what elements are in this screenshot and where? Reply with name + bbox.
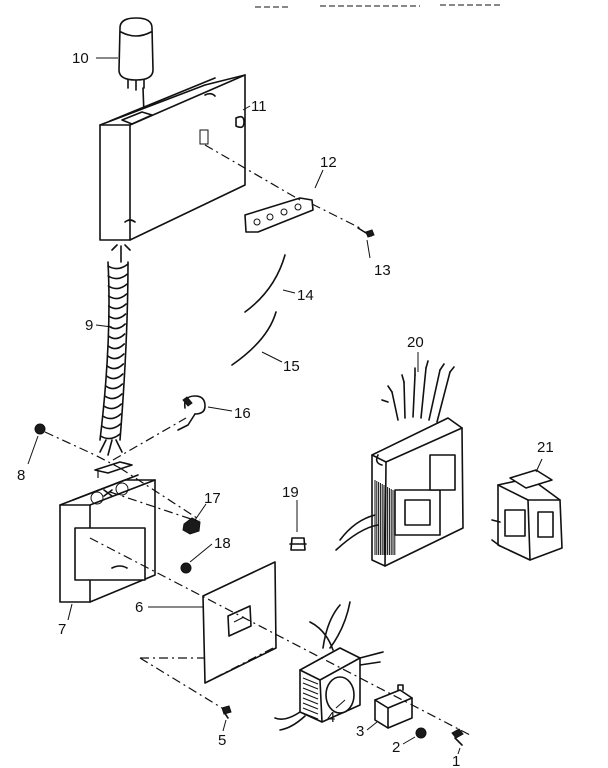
callout-labels: 10 11 12 13 14 15 16 9 8 17 18 19 20 21 …	[17, 50, 554, 768]
callout-4: 4	[327, 709, 335, 726]
part-2-nut	[415, 727, 427, 739]
part-20-relay-board	[335, 360, 464, 567]
part-10-capacitor	[118, 17, 154, 121]
part-15-wire	[231, 311, 277, 366]
part-11-control-box	[99, 74, 246, 241]
part-5-screw	[221, 705, 232, 719]
part-1-screw	[451, 728, 464, 746]
callout-13: 13	[374, 262, 391, 279]
part-4-switch-assembly	[274, 601, 384, 731]
callout-17: 17	[204, 490, 221, 507]
part-13-screw	[357, 227, 375, 238]
callout-6: 6	[135, 599, 143, 616]
assembly-centerlines	[44, 144, 471, 736]
callout-16: 16	[234, 405, 251, 422]
callout-3: 3	[356, 723, 364, 740]
callout-1: 1	[452, 753, 460, 768]
callout-2: 2	[392, 739, 400, 756]
callout-11: 11	[251, 98, 267, 115]
part-17-grommet	[182, 517, 201, 535]
part-14-wire	[244, 254, 286, 313]
callout-10: 10	[72, 50, 89, 67]
callout-7: 7	[58, 621, 66, 638]
part-9-flexible-conduit	[99, 244, 131, 456]
leader-lines	[27, 57, 543, 755]
callout-8: 8	[17, 467, 25, 484]
callout-12: 12	[320, 154, 337, 171]
callout-20: 20	[407, 334, 424, 351]
part-7-junction-box	[59, 461, 156, 603]
part-19-bushing	[289, 537, 307, 551]
callout-15: 15	[283, 358, 300, 375]
part-21-relay	[491, 469, 563, 561]
callout-9: 9	[85, 317, 93, 334]
callout-19: 19	[282, 484, 299, 501]
part-16-ground-lead	[177, 395, 206, 431]
callout-21: 21	[537, 439, 554, 456]
part-6-cover-plate	[202, 561, 277, 684]
scan-artifact	[255, 4, 500, 8]
part-12-terminal-strip	[244, 197, 314, 233]
callout-5: 5	[218, 732, 226, 749]
part-3-block	[374, 684, 413, 729]
part-8-screw	[34, 423, 46, 435]
part-18-screw	[180, 562, 192, 574]
callout-14: 14	[297, 287, 314, 304]
callout-18: 18	[214, 535, 231, 552]
